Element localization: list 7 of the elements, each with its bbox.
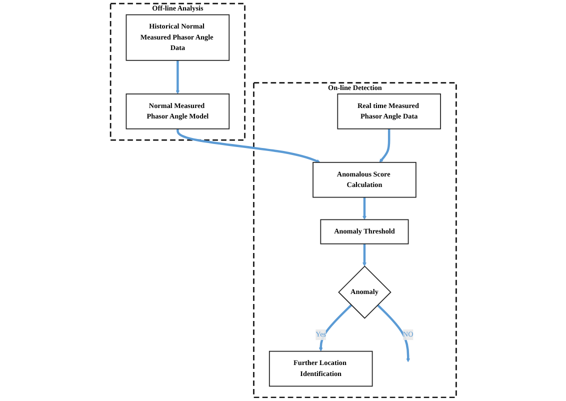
- arrow: [318, 304, 352, 352]
- arrow: [376, 304, 410, 362]
- arrow: [362, 244, 366, 266]
- arrow: [378, 128, 390, 163]
- arrow: [175, 60, 180, 94]
- arrow: [176, 128, 320, 163]
- arrow: [362, 197, 366, 220]
